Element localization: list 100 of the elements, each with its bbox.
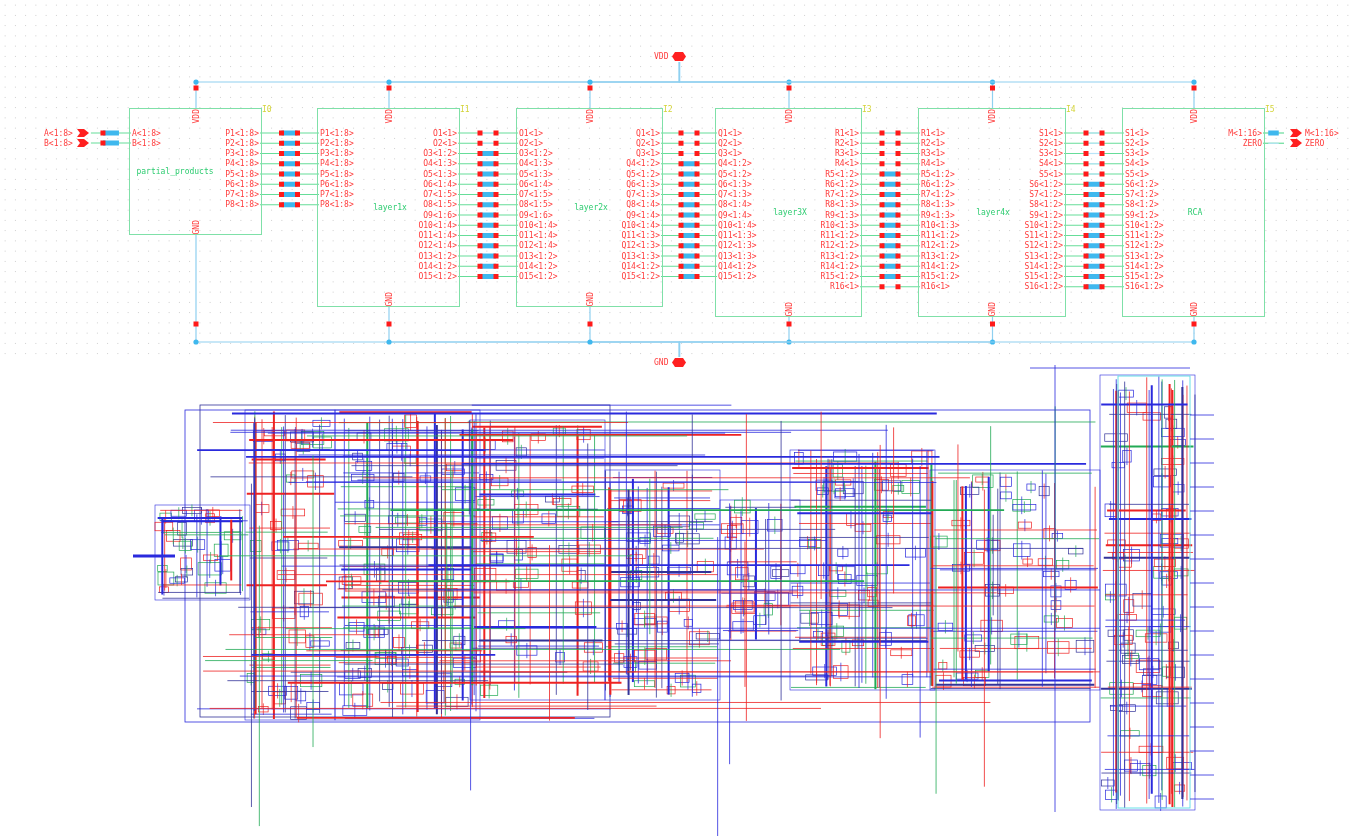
pin-name: R11<1:2> <box>921 231 960 240</box>
pin-name: M<1:16> <box>1305 128 1339 138</box>
pin-name: GND <box>191 219 201 234</box>
bus-wire <box>1063 192 1125 197</box>
pin-name: P4<1:8> <box>225 159 259 169</box>
bus-wire <box>259 202 320 208</box>
wire <box>1063 140 1125 146</box>
pin-name: S14<1:2> <box>1125 261 1164 271</box>
pin-name: Q12<1:3> <box>621 241 660 251</box>
pin-name: R6<1:2> <box>825 179 859 189</box>
cell-name: layer3X <box>773 207 807 217</box>
pin-name: Q2<1> <box>635 138 660 148</box>
pin-name: R12<1:2> <box>820 241 859 251</box>
pin-name: O2<1> <box>432 138 457 148</box>
pin-name: GND <box>384 291 394 306</box>
pin-name: Q3<1> <box>635 149 660 158</box>
wire <box>1063 130 1125 136</box>
wire <box>660 140 718 146</box>
pin-name: S10<1:2> <box>1125 220 1164 230</box>
bus-wire <box>660 171 718 177</box>
bus-wire <box>859 253 921 259</box>
pin-name: A<1:8> <box>132 128 161 138</box>
pin-name: R2<1> <box>834 138 859 148</box>
cell-name: RCA <box>1187 207 1203 217</box>
bus-wire <box>1063 284 1125 290</box>
bus-wire <box>660 274 718 279</box>
pin-name: Q12<1:3> <box>718 241 757 251</box>
pin-name: O3<1:2> <box>519 149 553 158</box>
pin-name: O7<1:5> <box>423 190 457 199</box>
pin-name: R4<1> <box>921 159 946 169</box>
bus-wire <box>457 253 519 259</box>
pin-name: S8<1:2> <box>1125 200 1159 210</box>
net-name: VDD <box>654 52 669 61</box>
pin-name: R8<1:3> <box>825 200 859 210</box>
pin-name: S15<1:2> <box>1024 272 1063 281</box>
cell-name: partial_products <box>136 166 214 176</box>
wire <box>859 151 921 156</box>
pin-name: P3<1:8> <box>320 149 354 158</box>
wire <box>1063 171 1125 177</box>
pin-name: S1<1> <box>1125 128 1150 138</box>
pin-name: R9<1:3> <box>825 210 859 220</box>
pin-name: VDD <box>988 109 997 124</box>
bus-wire <box>859 274 921 279</box>
pin-name: O4<1:3> <box>423 159 457 169</box>
pin-name: R11<1:2> <box>820 231 859 240</box>
bus-wire <box>457 222 519 228</box>
pin-name: VDD <box>191 109 201 124</box>
bus-wire <box>660 222 718 228</box>
pin-name: R10<1:3> <box>820 220 859 230</box>
wire <box>859 140 921 146</box>
pin-name: Q1<1> <box>635 128 660 138</box>
pin-name: S4<1> <box>1038 159 1063 169</box>
pin-name: S16<1:2> <box>1125 282 1164 292</box>
pin-name: VDD <box>585 109 595 124</box>
pin-name: R12<1:2> <box>921 241 960 251</box>
pin-name: S7<1:2> <box>1125 190 1159 199</box>
bus-wire <box>660 181 718 187</box>
pin-name: ZERO <box>1305 138 1325 148</box>
pin-name: Q4<1:2> <box>718 159 752 169</box>
instance-label: I3 <box>862 105 872 114</box>
pin-name: Q3<1> <box>718 149 743 158</box>
pin-name: P6<1:8> <box>225 179 259 189</box>
pin-name: R16<1> <box>921 282 950 292</box>
wire <box>457 130 519 136</box>
pin-name: VDD <box>1189 109 1199 124</box>
pin-name: S11<1:2> <box>1024 231 1063 240</box>
pin-name: Q8<1:4> <box>626 200 660 210</box>
bus-wire <box>1063 263 1125 269</box>
cell-name: layer2x <box>574 202 608 212</box>
bus-wire <box>259 171 320 177</box>
pin-name: S6<1:2> <box>1125 179 1159 189</box>
pin-name: O1<1> <box>519 128 544 138</box>
pin-name: M<1:16> <box>1228 128 1262 138</box>
pin-name: B<1:8> <box>132 138 161 148</box>
bus-wire <box>1063 181 1125 187</box>
bus-wire <box>1063 212 1125 218</box>
pin-name: R7<1:2> <box>825 190 859 199</box>
pin-name: S9<1:2> <box>1029 210 1063 220</box>
bus-wire <box>859 233 921 238</box>
bus-wire <box>859 263 921 269</box>
bus-wire <box>457 212 519 218</box>
pin-name: R5<1:2> <box>825 169 859 179</box>
pin-name: O8<1:5> <box>519 200 553 210</box>
pin-name: Q8<1:4> <box>718 200 752 210</box>
pin-name: O5<1:3> <box>519 169 553 179</box>
pin-name: S3<1> <box>1125 149 1150 158</box>
pin-name: P2<1:8> <box>225 138 259 148</box>
pin-name: R14<1:2> <box>820 261 859 271</box>
pin-name: S10<1:2> <box>1024 220 1063 230</box>
pin-name: B<1:8> <box>44 138 73 148</box>
wire <box>1063 151 1125 156</box>
pin-name: Q5<1:2> <box>626 169 660 179</box>
bus-wire <box>457 263 519 269</box>
instance-label: I1 <box>460 105 470 114</box>
bus-wire <box>259 151 320 156</box>
pin-name: GND <box>988 301 997 316</box>
pin-name: S4<1> <box>1125 159 1150 169</box>
pin-name: R4<1> <box>834 159 859 169</box>
pin-name: O11<1:4> <box>418 231 457 240</box>
bus-wire <box>859 181 921 187</box>
